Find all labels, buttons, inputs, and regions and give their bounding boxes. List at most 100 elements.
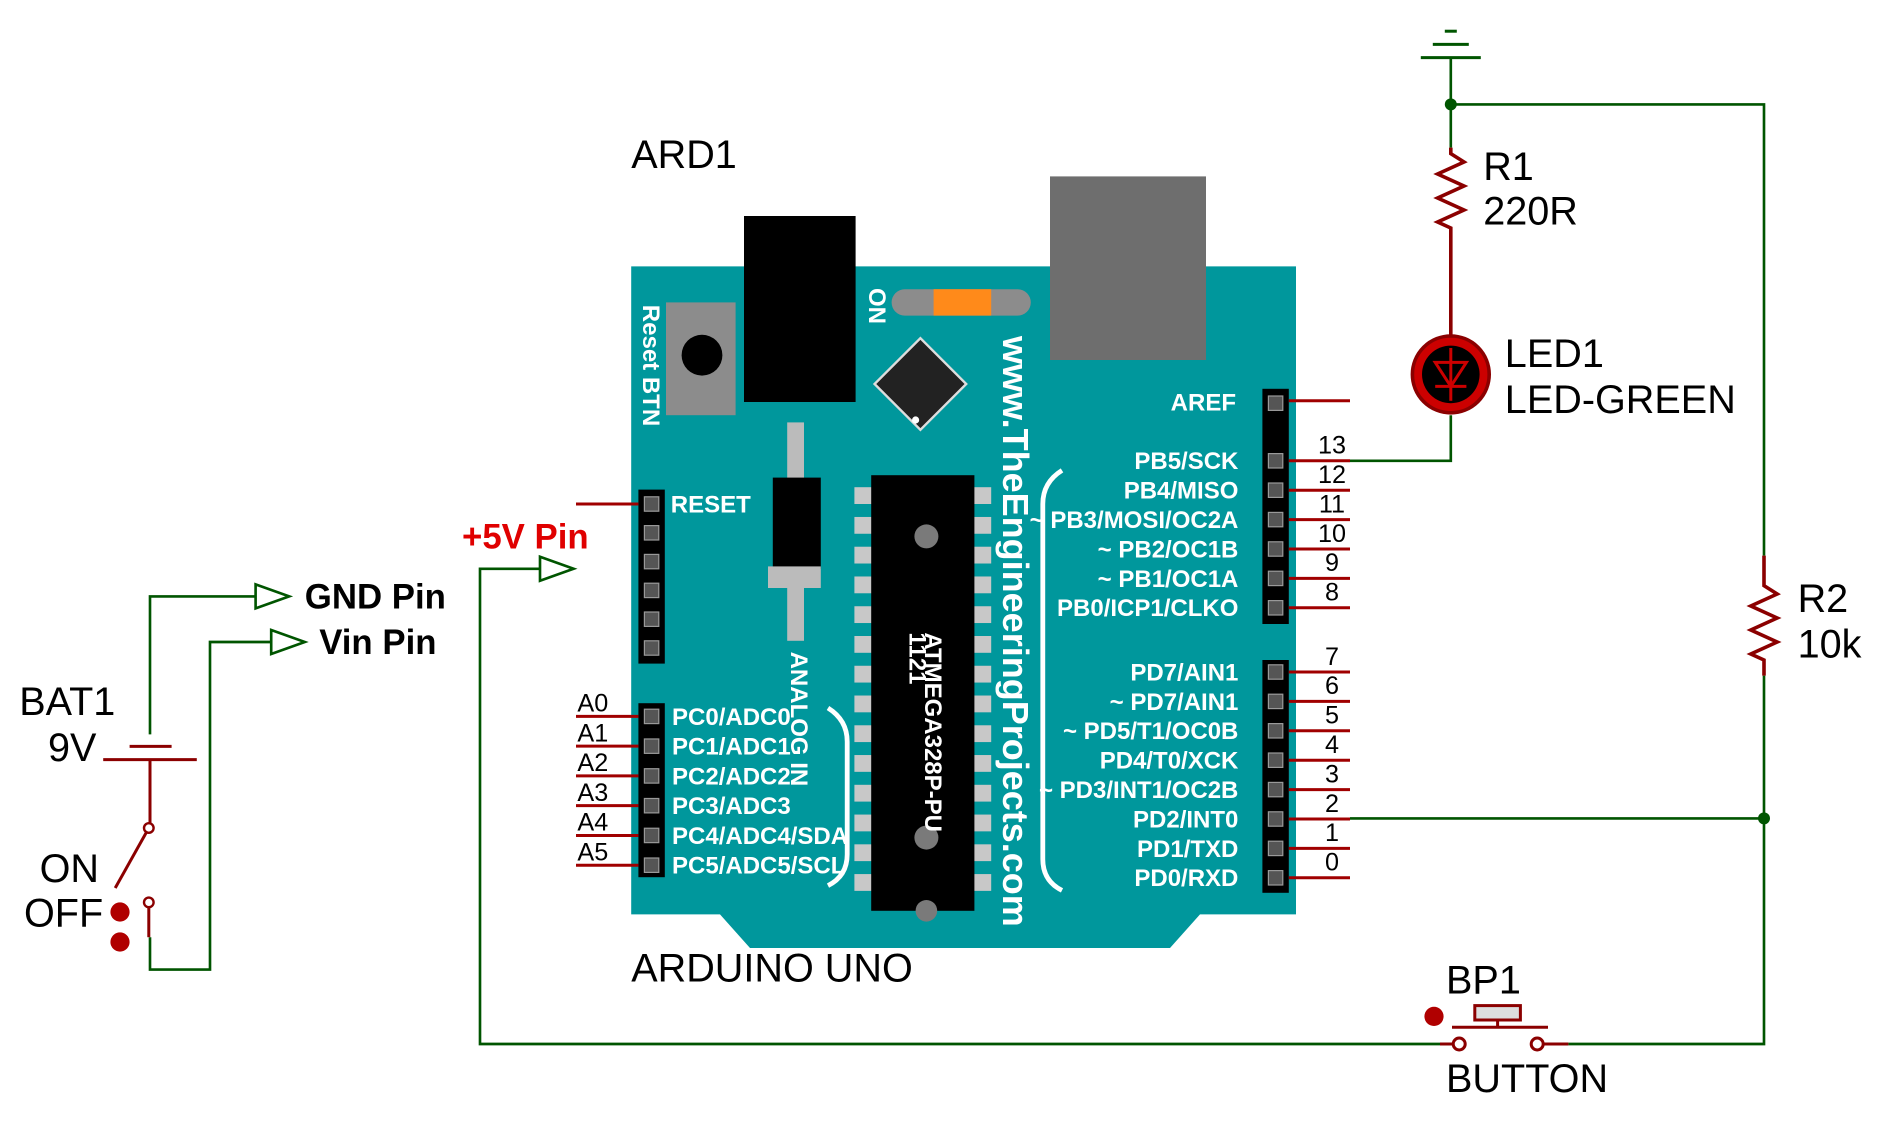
push-button[interactable]: [1424, 1004, 1569, 1052]
digital-pin-label-9: ~ PB1/OC1A: [1098, 566, 1239, 593]
digital-pin-number-6: 6: [1325, 672, 1339, 700]
digital-pin-label-10: ~ PB2/OC1B: [1098, 536, 1239, 563]
reset-header-pad[interactable]: [643, 553, 660, 570]
reset-header-pad[interactable]: [643, 640, 660, 656]
analog-pin-number-A1: A1: [577, 719, 608, 747]
dip-leg-r: [969, 516, 992, 534]
r2-zigzag: [1746, 555, 1782, 676]
button-contact-right: [1529, 1036, 1545, 1052]
digital-pin-number-2: 2: [1325, 790, 1339, 818]
dip-leg-r: [969, 844, 992, 862]
reset-button-cap[interactable]: [681, 334, 723, 376]
digital-pin-label-8: PB0/ICP1/CLKO: [1057, 595, 1238, 622]
analog-pin-number-A4: A4: [577, 809, 608, 837]
digital-pin-pad-6[interactable]: [1267, 693, 1284, 710]
dip-leg-r: [969, 725, 992, 743]
dip-leg-r: [969, 784, 992, 802]
chip-id: 1121: [904, 632, 931, 684]
dip-leg-l: [854, 844, 877, 862]
wires: [148, 57, 1766, 1046]
analog-pin-label-A1: PC1/ADC1: [672, 734, 791, 761]
analog-pin-number-A0: A0: [577, 690, 608, 718]
digital-pin-number-13: 13: [1318, 432, 1346, 460]
reset-pin-label: RESET: [671, 491, 751, 518]
digital-bracket: [1040, 468, 1064, 893]
dip-leg-l: [854, 546, 877, 564]
reset-header-pad[interactable]: [643, 582, 660, 599]
digital-pin-label-2: PD2/INT0: [1133, 806, 1238, 833]
switch-pivot: [142, 822, 155, 835]
digital-pin-pad-0[interactable]: [1267, 870, 1284, 886]
digital-pin-pad-2[interactable]: [1267, 811, 1284, 827]
digital-pin-pad-13[interactable]: [1267, 453, 1284, 469]
vin-terminal-arrow: [269, 628, 309, 656]
atmega-chip: 1121 ATMEGA328P-PU: [854, 475, 992, 922]
digital-pin-pad-3[interactable]: [1267, 781, 1284, 798]
header-analog-strip: [638, 703, 665, 878]
wire-d13: [1350, 415, 1453, 463]
digital-pin-pad-12[interactable]: [1267, 482, 1284, 499]
switch-on-label: ON: [40, 847, 99, 891]
dip-leg-l: [854, 665, 877, 683]
dip-leg-l: [854, 814, 877, 832]
digital-pin-pad-10[interactable]: [1267, 541, 1284, 557]
aref-pin-label: AREF: [1171, 389, 1236, 416]
header-reset-strip: [638, 489, 665, 664]
digital-pin-label-3: ~ PD3/INT1/OC2B: [1039, 777, 1238, 804]
digital-pin-label-13: PB5/SCK: [1134, 448, 1239, 475]
reset-header-pad[interactable]: [643, 496, 660, 512]
switch-terminal-2[interactable]: [110, 932, 130, 952]
button-terminal[interactable]: [1424, 1006, 1444, 1026]
digital-pin-pad-8[interactable]: [1267, 600, 1284, 616]
digital-pin-label-1: PD1/TXD: [1137, 836, 1238, 863]
wire-gnd: [148, 595, 256, 735]
switch-lever: [113, 827, 151, 889]
analog-pin-pad-A5[interactable]: [643, 857, 660, 874]
digital-pin-pad-7[interactable]: [1267, 664, 1284, 680]
smd-chip: [872, 336, 968, 432]
digital-pin-number-5: 5: [1325, 702, 1339, 730]
dip-leg-r: [969, 874, 992, 891]
dip-mark-low: [915, 900, 938, 922]
digital-pin-pad-1[interactable]: [1267, 840, 1284, 857]
digital-pin-pad-11[interactable]: [1267, 511, 1284, 528]
button-cap[interactable]: [1473, 1004, 1522, 1022]
switch-off-label: OFF: [24, 891, 103, 935]
reset-header-pad[interactable]: [643, 611, 660, 628]
analog-pin-pad-A0[interactable]: [643, 708, 660, 725]
analog-pin-label-A4: PC4/ADC4/SDA: [672, 823, 848, 850]
digital-pin-label-0: PD0/RXD: [1134, 865, 1238, 892]
analog-pin-label-A5: PC5/ADC5/SCL: [672, 853, 845, 880]
digital-pin-label-12: PB4/MISO: [1124, 478, 1239, 505]
usb-connector: [1050, 176, 1206, 360]
bat-value: 9V: [48, 726, 97, 770]
analog-pin-number-A5: A5: [577, 838, 608, 866]
dip-leg-r: [969, 636, 992, 653]
digital-pin-pad-5[interactable]: [1267, 723, 1284, 739]
arduino-board: Reset BTN ON 1121 ATMEGA328P-PU: [576, 176, 1351, 949]
analog-pin-pad-A3[interactable]: [643, 797, 660, 814]
switch-terminal-1[interactable]: [110, 902, 130, 922]
reset-header-pad[interactable]: [643, 525, 660, 541]
analog-bracket: [826, 705, 850, 888]
digital-pin-number-11: 11: [1319, 490, 1345, 518]
r1-ref: R1: [1483, 145, 1534, 189]
wire-gnd-top: [1449, 57, 1766, 556]
analog-pin-pad-A1[interactable]: [643, 738, 660, 754]
dip-leg-l: [854, 725, 877, 743]
5v-terminal-arrow: [538, 554, 578, 583]
junction-dot-d2: [1758, 812, 1771, 825]
gnd-terminal-arrow: [254, 582, 294, 611]
header-digital-top-strip: [1262, 388, 1289, 624]
digital-pin-pad-9[interactable]: [1267, 570, 1284, 587]
analog-pin-pad-A4[interactable]: [643, 827, 660, 844]
analog-pin-pad-A2[interactable]: [643, 768, 660, 784]
digital-pin-number-9: 9: [1325, 549, 1339, 577]
aref-pad[interactable]: [1267, 395, 1284, 412]
digital-pin-pad-4[interactable]: [1267, 752, 1284, 769]
digital-pin-label-11: ~ PB3/MOSI/OC2A: [1030, 507, 1239, 534]
r2-ref: R2: [1798, 577, 1849, 621]
dip-leg-r: [969, 814, 992, 832]
ground-symbol: [1420, 29, 1481, 60]
